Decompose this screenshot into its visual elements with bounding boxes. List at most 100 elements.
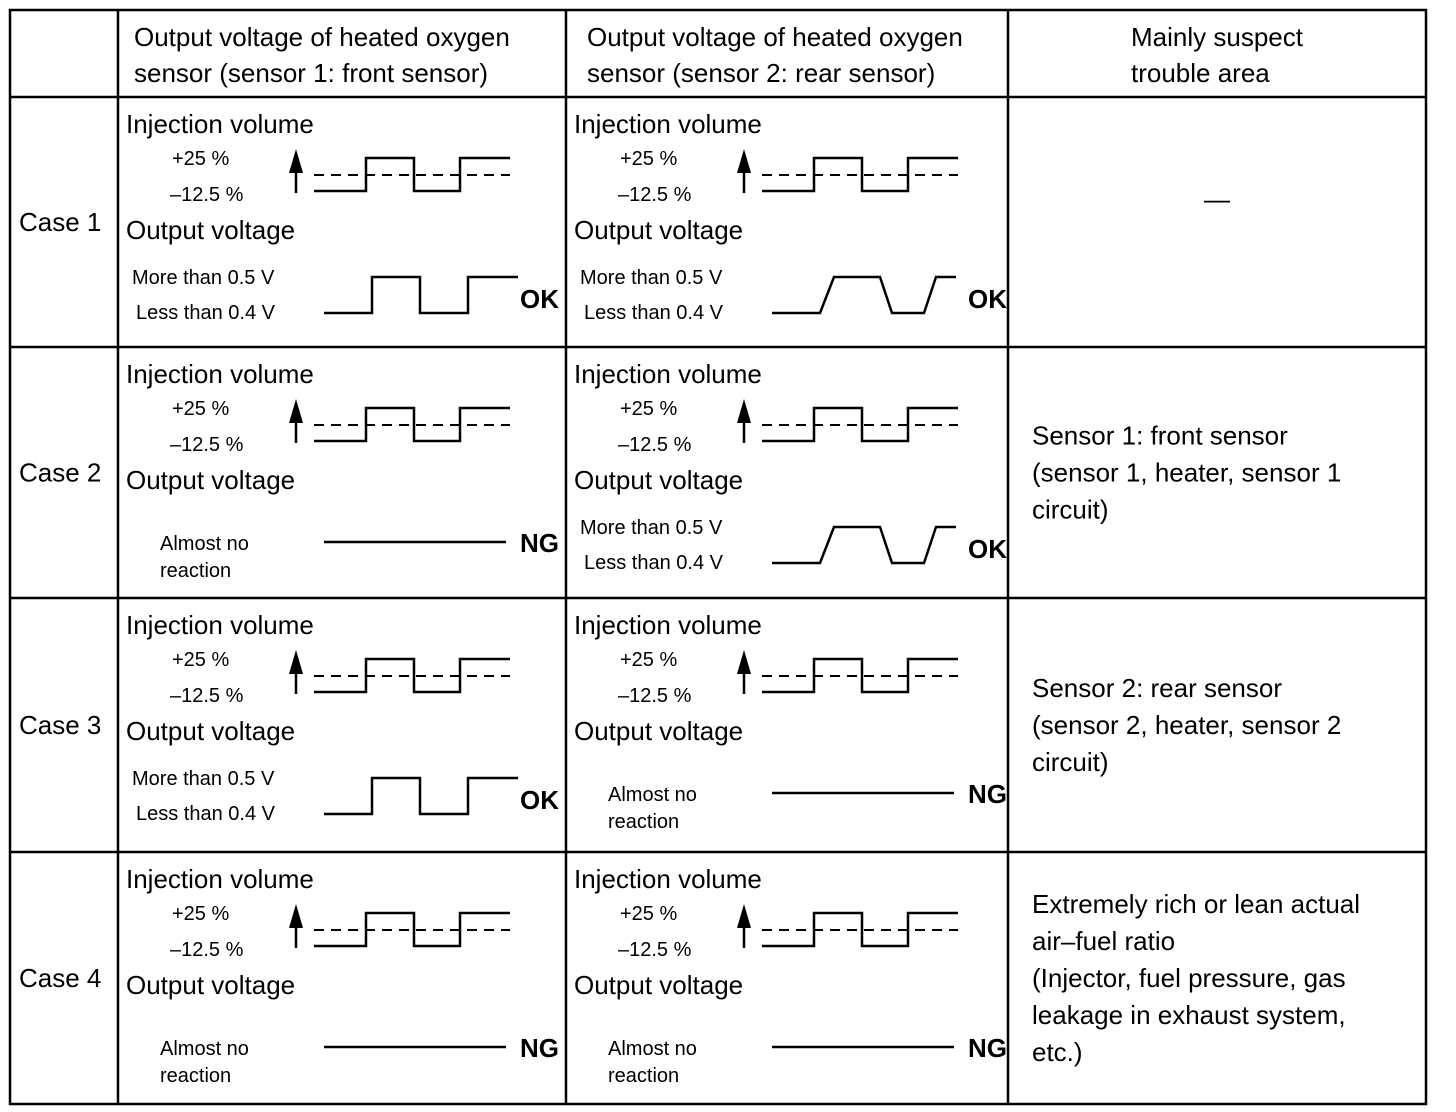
trouble-area-cell: — [1204, 184, 1230, 214]
output-voltage-label: Output voltage [574, 716, 743, 746]
plus-25-label: +25 % [172, 148, 229, 170]
minus-12-5-label: –12.5 % [618, 939, 692, 961]
injection-volume-label: Injection volume [574, 610, 762, 640]
injection-volume-waveform [762, 156, 958, 193]
minus-12-5-label: –12.5 % [618, 434, 692, 456]
minus-12-5-label: –12.5 % [618, 685, 692, 707]
less-than-0-4v-label: Less than 0.4 V [136, 803, 276, 825]
verdict-ok: OK [968, 284, 1007, 314]
trouble-area-line: Sensor 2: rear sensor [1032, 673, 1282, 703]
reaction-label: reaction [160, 560, 231, 582]
injection-volume-label: Injection volume [126, 109, 314, 139]
less-than-0-4v-label: Less than 0.4 V [584, 302, 724, 324]
output-voltage-label: Output voltage [126, 215, 295, 245]
case-label: Case 2 [19, 458, 101, 488]
rear-sensor-cell: Injection volume+25 %–12.5 %Output volta… [574, 610, 1007, 833]
output-voltage-label: Output voltage [574, 215, 743, 245]
output-voltage-waveform [772, 525, 956, 565]
header-front-sensor-line1: Output voltage of heated oxygen [134, 22, 510, 52]
trouble-area-cell: Sensor 2: rear sensor (sensor 2, heater, … [1032, 673, 1341, 777]
trouble-area-line: circuit) [1032, 495, 1109, 525]
verdict-ng: NG [968, 779, 1007, 809]
injection-volume-waveform [762, 657, 958, 694]
trouble-area-line: leakage in exhaust system, [1032, 1000, 1346, 1030]
up-arrow-icon [737, 904, 751, 928]
plus-25-label: +25 % [172, 649, 229, 671]
verdict-ok: OK [968, 534, 1007, 564]
injection-volume-waveform [314, 156, 510, 193]
injection-volume-waveform [314, 657, 510, 694]
plus-25-label: +25 % [620, 148, 677, 170]
header-rear-sensor-line2: sensor (sensor 2: rear sensor) [587, 58, 935, 88]
minus-12-5-label: –12.5 % [170, 939, 244, 961]
more-than-0-5v-label: More than 0.5 V [132, 267, 275, 289]
up-arrow-icon [737, 399, 751, 423]
front-sensor-cell: Injection volume +25 % –12.5 % Output volta… [126, 359, 559, 582]
verdict-ng: NG [520, 528, 559, 558]
front-sensor-cell: Injection volume +25 % –12.5 % Output volta… [126, 109, 559, 324]
injection-volume-label: Injection volume [574, 109, 762, 139]
case-row: Case 4 Injection volume +25 % –12.5 % Output… [19, 864, 1360, 1087]
almost-no-reaction-label: Almost no [608, 1038, 697, 1060]
injection-volume-waveform [314, 406, 510, 443]
rear-sensor-cell: Injection volume+25 %–12.5 %Output volta… [574, 359, 1007, 574]
plus-25-label: +25 % [620, 398, 677, 420]
reaction-label: reaction [608, 811, 679, 833]
trouble-area-line: circuit) [1032, 747, 1109, 777]
up-arrow-icon [289, 399, 303, 423]
up-arrow-icon [289, 149, 303, 173]
header-rear-sensor-line1: Output voltage of heated oxygen [587, 22, 963, 52]
output-voltage-label: Output voltage [126, 970, 295, 1000]
table-grid [8, 8, 1428, 1106]
no-trouble-dash: — [1204, 184, 1230, 214]
injection-volume-waveform [314, 911, 510, 948]
table-border [8, 8, 1428, 1106]
plus-25-label: +25 % [620, 903, 677, 925]
reaction-label: reaction [608, 1065, 679, 1087]
injection-volume-label: Injection volume [126, 359, 314, 389]
almost-no-reaction-label: Almost no [608, 784, 697, 806]
reaction-label: reaction [160, 1065, 231, 1087]
verdict-ng: NG [968, 1033, 1007, 1063]
header-row: Output voltage of heated oxygen sensor (… [134, 22, 1304, 88]
output-voltage-label: Output voltage [126, 716, 295, 746]
header-trouble-area-line2: trouble area [1131, 58, 1270, 88]
injection-volume-label: Injection volume [574, 864, 762, 894]
rear-sensor-cell: Injection volume +25 % –12.5 % Output volta… [574, 864, 1007, 1087]
up-arrow-icon [737, 650, 751, 674]
up-arrow-icon [289, 650, 303, 674]
front-sensor-cell: Injection volume +25 % –12.5 % Output volta… [126, 864, 559, 1087]
injection-volume-label: Injection volume [126, 864, 314, 894]
injection-volume-label: Injection volume [126, 610, 314, 640]
output-voltage-waveform [772, 275, 956, 315]
header-front-sensor-line2: sensor (sensor 1: front sensor) [134, 58, 488, 88]
case-label: Case 3 [19, 710, 101, 740]
header-trouble-area-line1: Mainly suspect [1131, 22, 1304, 52]
trouble-area-line: Extremely rich or lean actual [1032, 889, 1360, 919]
almost-no-reaction-label: Almost no [160, 1038, 249, 1060]
trouble-area-line: air–fuel ratio [1032, 926, 1175, 956]
case-label: Case 4 [19, 963, 101, 993]
output-voltage-label: Output voltage [126, 465, 295, 495]
minus-12-5-label: –12.5 % [170, 434, 244, 456]
less-than-0-4v-label: Less than 0.4 V [136, 302, 276, 324]
trouble-area-line: (Injector, fuel pressure, gas [1032, 963, 1346, 993]
trouble-area-cell: Sensor 1: front sensor(sensor 1, heater,… [1032, 421, 1341, 525]
trouble-area-cell: Extremely rich or lean actual air–fuel ra… [1032, 889, 1360, 1067]
plus-25-label: +25 % [172, 903, 229, 925]
more-than-0-5v-label: More than 0.5 V [580, 267, 723, 289]
up-arrow-icon [289, 904, 303, 928]
case-row: Case 2 Injection volume +25 % –12.5 % Output… [19, 359, 1341, 582]
injection-volume-label: Injection volume [574, 359, 762, 389]
rear-sensor-cell: Injection volume +25 % –12.5 % Output volta… [574, 109, 1007, 324]
more-than-0-5v-label: More than 0.5 V [132, 768, 275, 790]
plus-25-label: +25 % [172, 398, 229, 420]
trouble-area-line: (sensor 2, heater, sensor 2 [1032, 710, 1341, 740]
minus-12-5-label: –12.5 % [170, 685, 244, 707]
output-voltage-label: Output voltage [574, 970, 743, 1000]
minus-12-5-label: –12.5 % [618, 184, 692, 206]
trouble-area-line: etc.) [1032, 1037, 1083, 1067]
minus-12-5-label: –12.5 % [170, 184, 244, 206]
